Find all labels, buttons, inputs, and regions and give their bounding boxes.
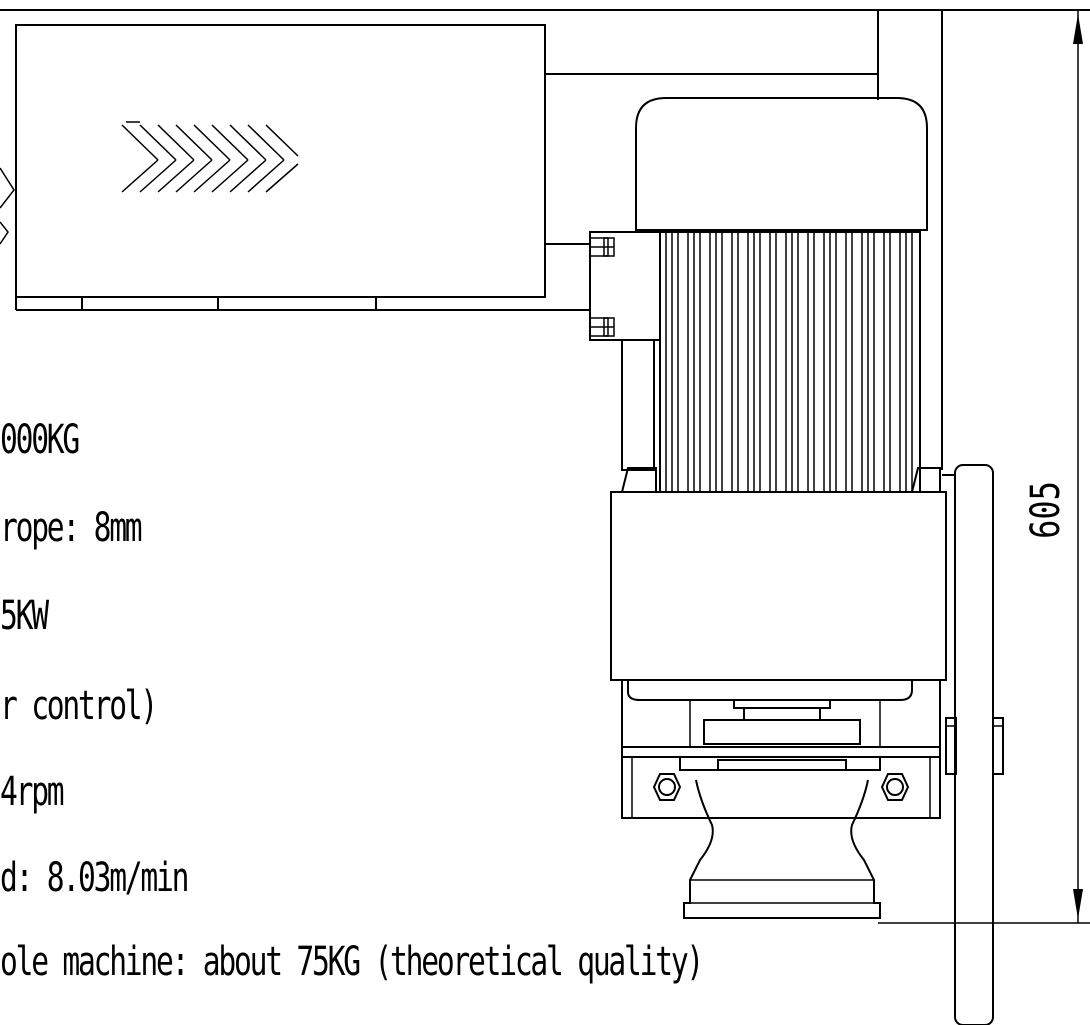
- arrow-up-icon: [1073, 14, 1083, 44]
- hex-nut-right-icon: [880, 773, 910, 801]
- arrow-down-icon: [1073, 889, 1083, 919]
- spec-line-4: r control): [0, 683, 158, 729]
- motor-fan-cap: [635, 97, 928, 231]
- terminal-box: [589, 231, 661, 471]
- spec-line-5: 4rpm: [0, 769, 65, 815]
- hex-nut-left-icon: [652, 773, 682, 801]
- frame: [0, 9, 1090, 924]
- chevron-hatch-icon: [121, 121, 299, 193]
- height-dimension: [1073, 10, 1083, 923]
- gearbox-flange: [610, 467, 947, 701]
- spec-line-2: rope: 8mm: [0, 505, 143, 551]
- side-plate: [942, 464, 1004, 1025]
- spec-line-3: 5KW: [0, 593, 49, 639]
- cooling-fins: [665, 232, 913, 492]
- motor-body: [659, 231, 921, 493]
- height-dimension-label: 605: [1023, 481, 1070, 539]
- spec-line-7: ole machine: about 75KG (theoretical qua…: [0, 939, 704, 985]
- spec-line-6: d: 8.03m/min: [0, 855, 189, 901]
- spec-line-1: 000KG: [0, 417, 80, 463]
- base-housing: [621, 680, 941, 819]
- left-edge-fragment: [0, 167, 15, 245]
- rope-drum: [683, 779, 881, 919]
